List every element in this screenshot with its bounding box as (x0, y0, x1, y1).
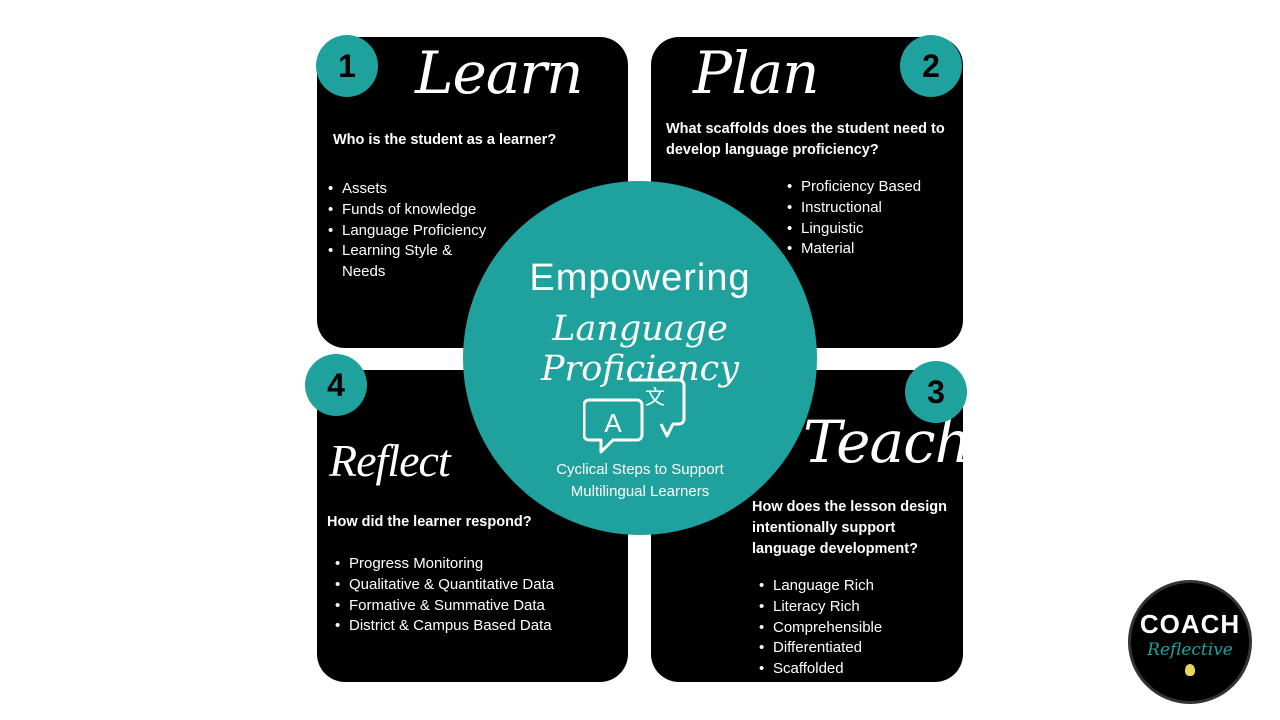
step-title: Learn (415, 39, 583, 107)
step-question: How did the learner respond? (327, 514, 532, 530)
center-subtitle: Cyclical Steps to Support Multilingual L… (556, 461, 724, 500)
step-list: Language Rich Literacy Rich Comprehensib… (759, 576, 882, 680)
icon-letter-zh: 文 (645, 385, 665, 409)
coach-reflective-logo: COACH Reflective (1128, 580, 1252, 704)
lightbulb-icon (1185, 664, 1195, 676)
center-circle: Empowering Language Proficiency A 文 Cycl… (463, 181, 817, 535)
logo-line2: Reflective (1147, 640, 1233, 660)
list-item: Learning Style & Needs (328, 241, 478, 283)
step-question: How does the lesson design intentionally… (752, 499, 947, 557)
step-title: Plan (693, 39, 820, 107)
list-item: Qualitative & Quantitative Data (335, 575, 554, 596)
step-title: Reflect (329, 435, 451, 486)
list-item: Funds of knowledge (328, 200, 518, 221)
list-item: Scaffolded (759, 659, 882, 680)
translate-icon: A 文 (583, 378, 686, 454)
list-item: Material (787, 239, 921, 260)
list-item: Formative & Summative Data (335, 596, 554, 617)
list-item: Differentiated (759, 638, 882, 659)
list-item: Literacy Rich (759, 597, 882, 618)
step-number-badge: 4 (305, 354, 367, 416)
list-item: Language Proficiency (328, 221, 518, 242)
list-item: Linguistic (787, 219, 921, 240)
list-item: Assets (328, 179, 518, 200)
step-number-badge: 3 (905, 361, 967, 423)
step-number-badge: 1 (316, 35, 378, 97)
list-item: Instructional (787, 198, 921, 219)
step-list: Progress Monitoring Qualitative & Quanti… (335, 554, 554, 637)
step-list: Assets Funds of knowledge Language Profi… (328, 179, 518, 283)
step-list: Proficiency Based Instructional Linguist… (787, 177, 921, 260)
list-item: Progress Monitoring (335, 554, 554, 575)
center-script-title: Language Proficiency (540, 309, 740, 389)
step-question: Who is the student as a learner? (333, 132, 557, 148)
list-item: District & Campus Based Data (335, 616, 554, 637)
center-heading: Empowering (529, 257, 751, 299)
logo-line1: COACH (1139, 609, 1241, 639)
list-item: Comprehensible (759, 618, 882, 639)
list-item: Language Rich (759, 576, 882, 597)
step-question: What scaffolds does the student need to … (666, 121, 945, 158)
icon-letter-a: A (604, 408, 622, 438)
step-number-badge: 2 (900, 35, 962, 97)
step-card-reflect: Reflect How did the learner respond? Pro… (317, 370, 628, 682)
list-item: Proficiency Based (787, 177, 921, 198)
